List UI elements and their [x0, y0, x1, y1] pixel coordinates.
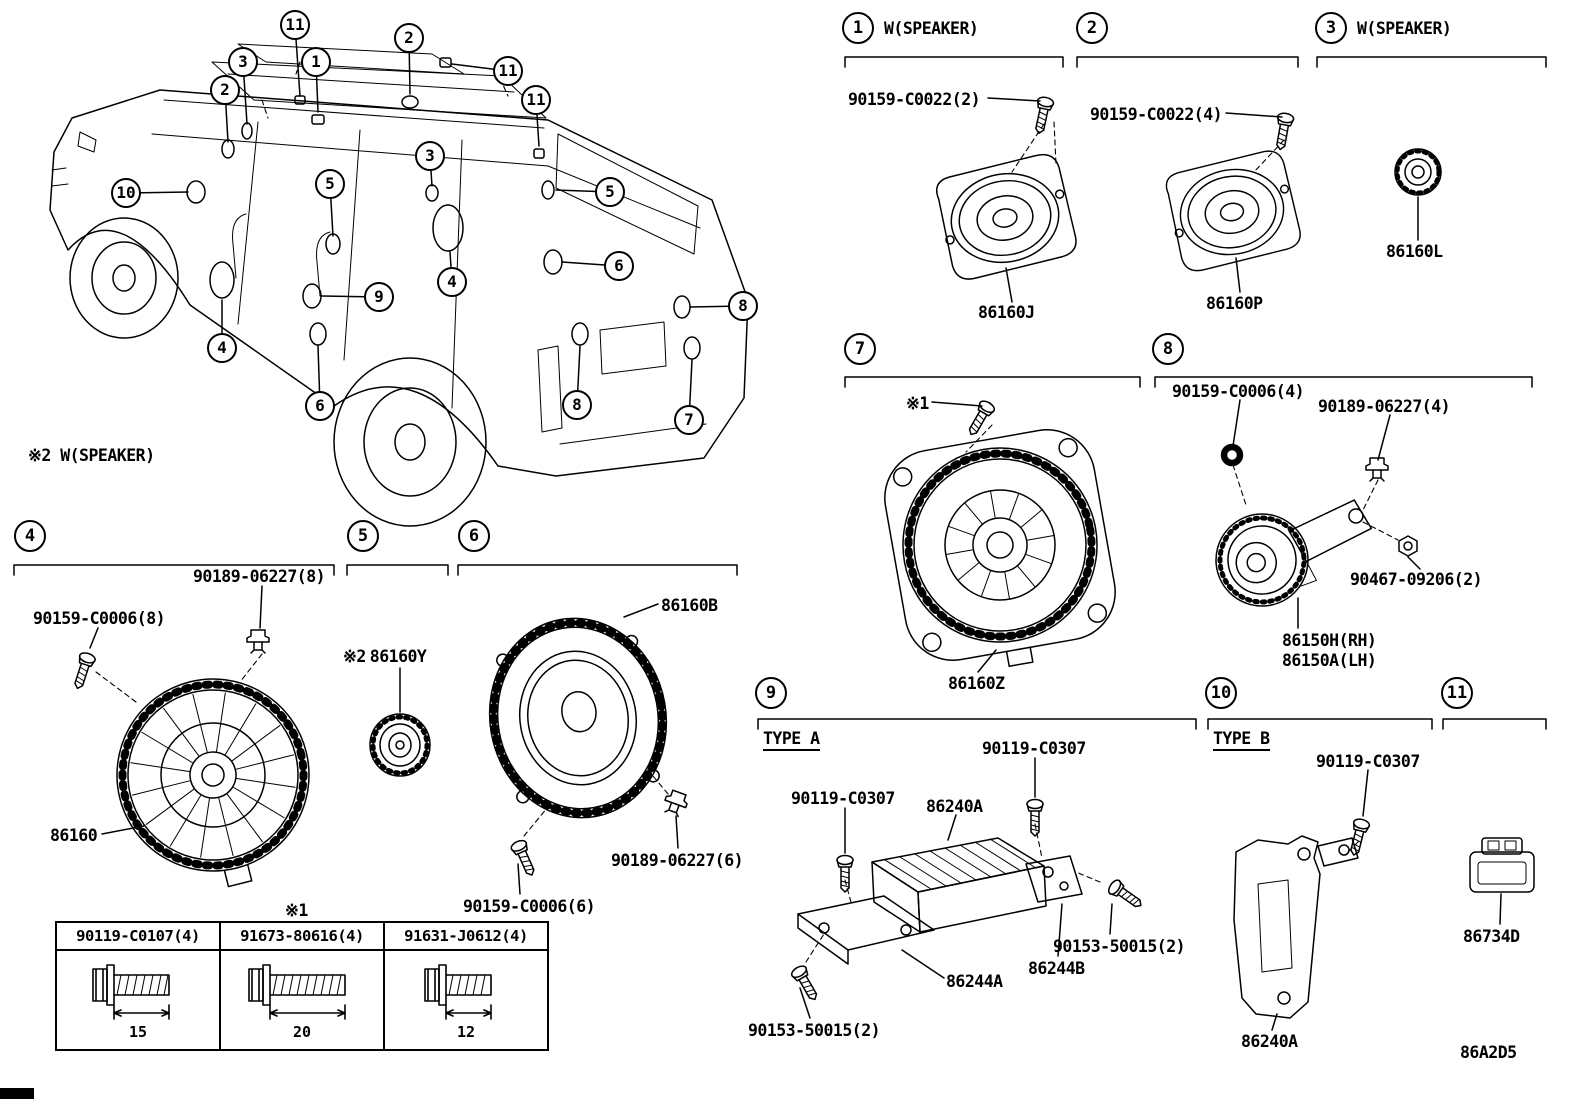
type-a-label: TYPE A: [763, 729, 820, 751]
part-90153-50015-2a: 90153-50015(2): [1053, 937, 1186, 956]
speaker-holes: [186, 57, 701, 360]
part-86150A-LH: 86150A(LH): [1282, 651, 1377, 670]
part-90189-06227-6: 90189-06227(6): [611, 851, 744, 870]
callout-leader-lines: [125, 24, 744, 421]
section-8-callout: 8: [1152, 333, 1184, 365]
part-86734D: 86734D: [1463, 927, 1520, 946]
part-86244A: 86244A: [946, 972, 1003, 991]
car-callout-6b: 6: [305, 391, 335, 421]
note-2-prefix: ※2: [343, 647, 366, 666]
bolt-drawing-15: [92, 964, 170, 1020]
part-90189-06227-4: 90189-06227(4): [1318, 397, 1451, 416]
bolt-drawing-12: [424, 964, 492, 1020]
car-callout-7: 7: [674, 405, 704, 435]
section-11-art: [1469, 837, 1535, 893]
section-9-callout: 9: [755, 677, 787, 709]
section-1-suffix: W(SPEAKER): [884, 19, 979, 38]
section-1-art: [932, 95, 1081, 284]
bolt-length-3: 12: [456, 1023, 476, 1041]
car-callout-2a: 2: [394, 23, 424, 53]
section-7-callout: 7: [844, 333, 876, 365]
section-3-callout: 3: [1315, 12, 1347, 44]
car-callout-1: 1: [301, 47, 331, 77]
part-86244B: 86244B: [1028, 959, 1085, 978]
part-90153-50015-2b: 90153-50015(2): [748, 1021, 881, 1040]
part-86160Y-text: 86160Y: [369, 647, 427, 666]
note-w-speaker: ※2 W(SPEAKER): [28, 446, 155, 465]
part-90159-C0006-4: 90159-C0006(4): [1172, 382, 1305, 401]
page-code: 86A2D5: [1460, 1043, 1517, 1062]
car-callout-5a: 5: [315, 169, 345, 199]
section-1-callout: 1: [842, 12, 874, 44]
car-callout-11a: 11: [280, 10, 310, 40]
bolt-cell-1: 15: [55, 949, 221, 1051]
car-callout-5b: 5: [595, 177, 625, 207]
section-5-art: [369, 713, 431, 777]
type-b-label: TYPE B: [1213, 729, 1270, 751]
section-9-art: [789, 798, 1147, 1005]
label-leader-lines: [89, 97, 1502, 1031]
bolt-col-2-header: 91673-80616(4): [219, 921, 385, 951]
bolt-length-1: 15: [128, 1023, 148, 1041]
car-callout-8b: 8: [562, 390, 592, 420]
car-callout-8a: 8: [728, 291, 758, 321]
car-wireframe: [49, 43, 749, 527]
car-callout-4a: 4: [437, 267, 467, 297]
section-3-art: [1394, 148, 1442, 196]
section-4-art: [69, 629, 310, 888]
section-8-art: [1215, 443, 1418, 607]
section-3-suffix: W(SPEAKER): [1357, 19, 1452, 38]
part-86240A-typeB: 86240A: [1241, 1032, 1298, 1051]
print-corner-mark: [0, 1088, 34, 1099]
car-callout-4b: 4: [207, 333, 237, 363]
car-callout-3a: 3: [228, 47, 258, 77]
bolt-cell-2: 20: [219, 949, 385, 1051]
section-4-callout: 4: [14, 520, 46, 552]
part-90189-06227-8: 90189-06227(8): [193, 567, 326, 586]
section-5-callout: 5: [347, 520, 379, 552]
note-1-table: ※1: [285, 901, 308, 920]
part-86160J: 86160J: [978, 303, 1035, 322]
bolt-col-1-header: 90119-C0107(4): [55, 921, 221, 951]
car-callout-11c: 11: [521, 85, 551, 115]
car-callout-3b: 3: [415, 141, 445, 171]
part-86160L: 86160L: [1386, 242, 1443, 261]
car-callout-11b: 11: [493, 56, 523, 86]
section-2-callout: 2: [1076, 12, 1108, 44]
bolt-cell-3: 12: [383, 949, 549, 1051]
bolt-length-2: 20: [292, 1023, 312, 1041]
part-86160Z: 86160Z: [948, 674, 1005, 693]
section-7-art: [884, 398, 1116, 667]
bolt-size-table: 90119-C0107(4) 91673-80616(4) 91631-J061…: [55, 921, 549, 1051]
section-11-callout: 11: [1441, 677, 1473, 709]
bolt-col-3-header: 91631-J0612(4): [383, 921, 549, 951]
part-86160P: 86160P: [1206, 294, 1263, 313]
part-90159-C0022-2: 90159-C0022(2): [848, 90, 981, 109]
section-10-art: [1233, 816, 1372, 1019]
car-callout-10: 10: [111, 178, 141, 208]
car-callout-9: 9: [364, 282, 394, 312]
part-90467-09206-2: 90467-09206(2): [1350, 570, 1483, 589]
part-86160B: 86160B: [661, 596, 718, 615]
car-callout-6a: 6: [604, 251, 634, 281]
part-86160: 86160: [50, 826, 98, 845]
bolt-drawing-20: [248, 964, 346, 1020]
section-10-callout: 10: [1205, 677, 1237, 709]
section-2-art: [1162, 111, 1305, 275]
part-86150H-RH: 86150H(RH): [1282, 631, 1377, 650]
section-6-callout: 6: [458, 520, 490, 552]
part-90119-C0307-typeB: 90119-C0307: [1316, 752, 1420, 771]
car-callout-2b: 2: [210, 75, 240, 105]
note-1-section7: ※1: [906, 394, 929, 413]
part-86240A-typeA: 86240A: [926, 797, 983, 816]
section-brackets: [13, 56, 1547, 730]
part-90159-C0022-4: 90159-C0022(4): [1090, 105, 1223, 124]
part-90119-C0307-mid: 90119-C0307: [982, 739, 1086, 758]
section-6-art: [488, 617, 691, 880]
part-90159-C0006-8: 90159-C0006(8): [33, 609, 166, 628]
part-90159-C0006-6: 90159-C0006(6): [463, 897, 596, 916]
part-90119-C0307-left: 90119-C0307: [791, 789, 895, 808]
